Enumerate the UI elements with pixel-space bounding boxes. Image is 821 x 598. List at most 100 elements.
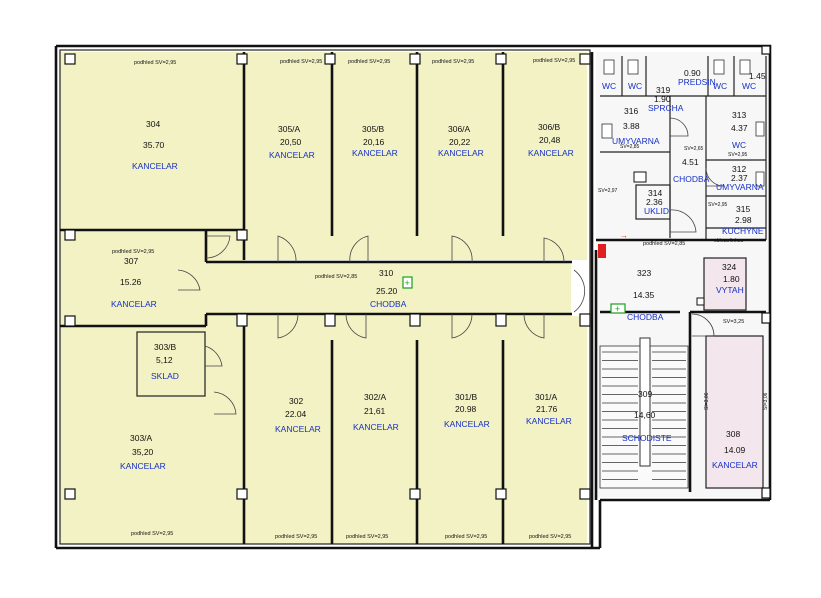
ceiling-label: podhled SV=2,85: [315, 274, 357, 280]
wc-value-b: 1.45: [749, 71, 766, 81]
room-311: SV=2,85 4.51 CHODBA: [620, 144, 710, 184]
room-302: 302 22.04 KANCELAR podhled SV=2,95: [275, 396, 321, 540]
room-name: SPRCHA: [648, 103, 684, 113]
ceiling-label: SV=3,25: [723, 319, 744, 325]
room-305a: podhled SV=2,95 305/A 20,50 KANCELAR: [269, 59, 322, 160]
side-label-left: SI=3,06: [704, 392, 710, 410]
wc-label-2: WC: [628, 81, 642, 91]
room-number: 302/A: [364, 392, 387, 402]
ceiling-label: SV=2,97: [598, 188, 618, 194]
room-name: KANCELAR: [353, 422, 399, 432]
room-315: SV=2,95 315 2.98 KUCHYNE obk.za linkou: [708, 202, 764, 244]
room-area: 1.90: [654, 94, 671, 104]
room-name: KANCELAR: [269, 150, 315, 160]
ceiling-label: podhled SV=2,95: [445, 534, 487, 540]
wc-value-a: 0.90: [684, 68, 701, 78]
room-316: 316 3.88 UMYVARNA: [612, 106, 660, 146]
room-301b: 301/B 20.98 KANCELAR podhled SV=2,95: [444, 392, 490, 540]
room-319: 319 1.90 SPRCHA: [648, 85, 684, 113]
room-name: UMYVARNA: [716, 182, 764, 192]
room-303a: 303/A 35,20 KANCELAR podhled SV=2,95: [120, 433, 173, 537]
room-name: KANCELAR: [275, 424, 321, 434]
room-310: podhled SV=2,85 310 25.20 CHODBA: [315, 268, 407, 309]
room-area: 14.09: [724, 445, 746, 455]
room-307: podhled SV=2,95 307 15.26 KANCELAR: [111, 249, 157, 309]
room-name: UKLID: [644, 206, 669, 216]
staircase: [599, 337, 689, 489]
room-number: 315: [736, 204, 750, 214]
room-306a: podhled SV=2,95 306/A 20,22 KANCELAR: [432, 59, 484, 158]
room-name: CHODBA: [673, 174, 710, 184]
room-301a: 301/A 21.76 KANCELAR podhled SV=2,95: [526, 392, 572, 540]
emergency-mark-a: +: [405, 278, 410, 288]
room-name: VYTAH: [716, 285, 744, 295]
room-324: 324 1.80 VYTAH: [716, 262, 744, 295]
room-area: 15.26: [120, 277, 142, 287]
ceiling-label: podhled SV=2,95: [346, 534, 388, 540]
room-name: KANCELAR: [444, 419, 490, 429]
room-number: 323: [637, 268, 651, 278]
room-area: 35,20: [132, 447, 154, 457]
room-number: 303/A: [130, 433, 153, 443]
room-fills: [60, 52, 769, 544]
room-number: 302: [289, 396, 303, 406]
room-area: 2.37: [731, 173, 748, 183]
room-number: 324: [722, 262, 736, 272]
room-name: KANCELAR: [352, 148, 398, 158]
room-312: 312 2.37 UMYVARNA: [716, 164, 764, 192]
room-name: SKLAD: [151, 371, 179, 381]
wc-ceiling-b: SV=2,95: [728, 152, 748, 158]
room-313: 313 4.37 WC: [731, 110, 748, 150]
room-name: KANCELAR: [712, 460, 758, 470]
room-name: KANCELAR: [438, 148, 484, 158]
room-number: 305/B: [362, 124, 385, 134]
room-number: 319: [656, 85, 670, 95]
room-area: 4.51: [682, 157, 699, 167]
room-area: 20,50: [280, 137, 302, 147]
room-number: 301/A: [535, 392, 558, 402]
room-area: 4.37: [731, 123, 748, 133]
room-number: 304: [146, 119, 160, 129]
wc-label-1: WC: [602, 81, 616, 91]
room-name: WC: [732, 140, 746, 150]
room-304: podhled SV=2,95 304 35.70 KANCELAR: [132, 60, 178, 171]
room-306b: podhled SV=2,95 306/B 20,48 KANCELAR: [528, 58, 575, 158]
room-308: SV=3,25 308 14.09 KANCELAR SI=3,06 SI=3,…: [704, 319, 769, 470]
room-number: 305/A: [278, 124, 301, 134]
emergency-signs: + + →: [402, 231, 628, 314]
ceiling-label: podhled SV=2,95: [348, 59, 390, 65]
room-314: SV=2,97 314 2.36 UKLID: [598, 188, 669, 216]
room-area: 20,22: [449, 137, 471, 147]
room-name: KANCELAR: [120, 461, 166, 471]
ceiling-label: podhled SV=2,95: [112, 249, 154, 255]
room-number: 309: [638, 389, 652, 399]
ceiling-label: podhled SV=2,95: [280, 59, 322, 65]
room-area: 14.35: [633, 290, 655, 300]
room-area: 14,60: [634, 410, 656, 420]
room-number: 310: [379, 268, 393, 278]
wc-ceiling-a: SV=2,65: [684, 146, 704, 152]
ceiling-label: SV=2,85: [620, 144, 640, 150]
room-name: CHODBA: [370, 299, 407, 309]
room-323: podhled SV=2,85 323 14.35 CHODBA: [627, 241, 685, 322]
room-name: KANCELAR: [526, 416, 572, 426]
room-303b: 303/B 5,12 SKLAD: [151, 342, 179, 381]
room-number: 307: [124, 256, 138, 266]
room-name: KANCELAR: [111, 299, 157, 309]
room-302a: 302/A 21,61 KANCELAR podhled SV=2,95: [346, 392, 399, 540]
direction-arrow: →: [620, 231, 628, 240]
room-number: 306/B: [538, 122, 561, 132]
ceiling-label: podhled SV=2,95: [131, 531, 173, 537]
room-name: UMYVARNA: [612, 136, 660, 146]
room-area: 1.80: [723, 274, 740, 284]
ceiling-label: podhled SV=2,95: [533, 58, 575, 64]
ceiling-label: podhled SV=2,95: [134, 60, 176, 66]
room-area: 35.70: [143, 140, 165, 150]
room-number: 314: [648, 188, 662, 198]
pillars: [64, 45, 771, 500]
room-note: obk.za linkou: [714, 238, 743, 244]
room-305b: podhled SV=2,95 305/B 20,16 KANCELAR: [348, 59, 398, 158]
room-area: 21.76: [536, 404, 558, 414]
wc-label-4: WC: [742, 81, 756, 91]
